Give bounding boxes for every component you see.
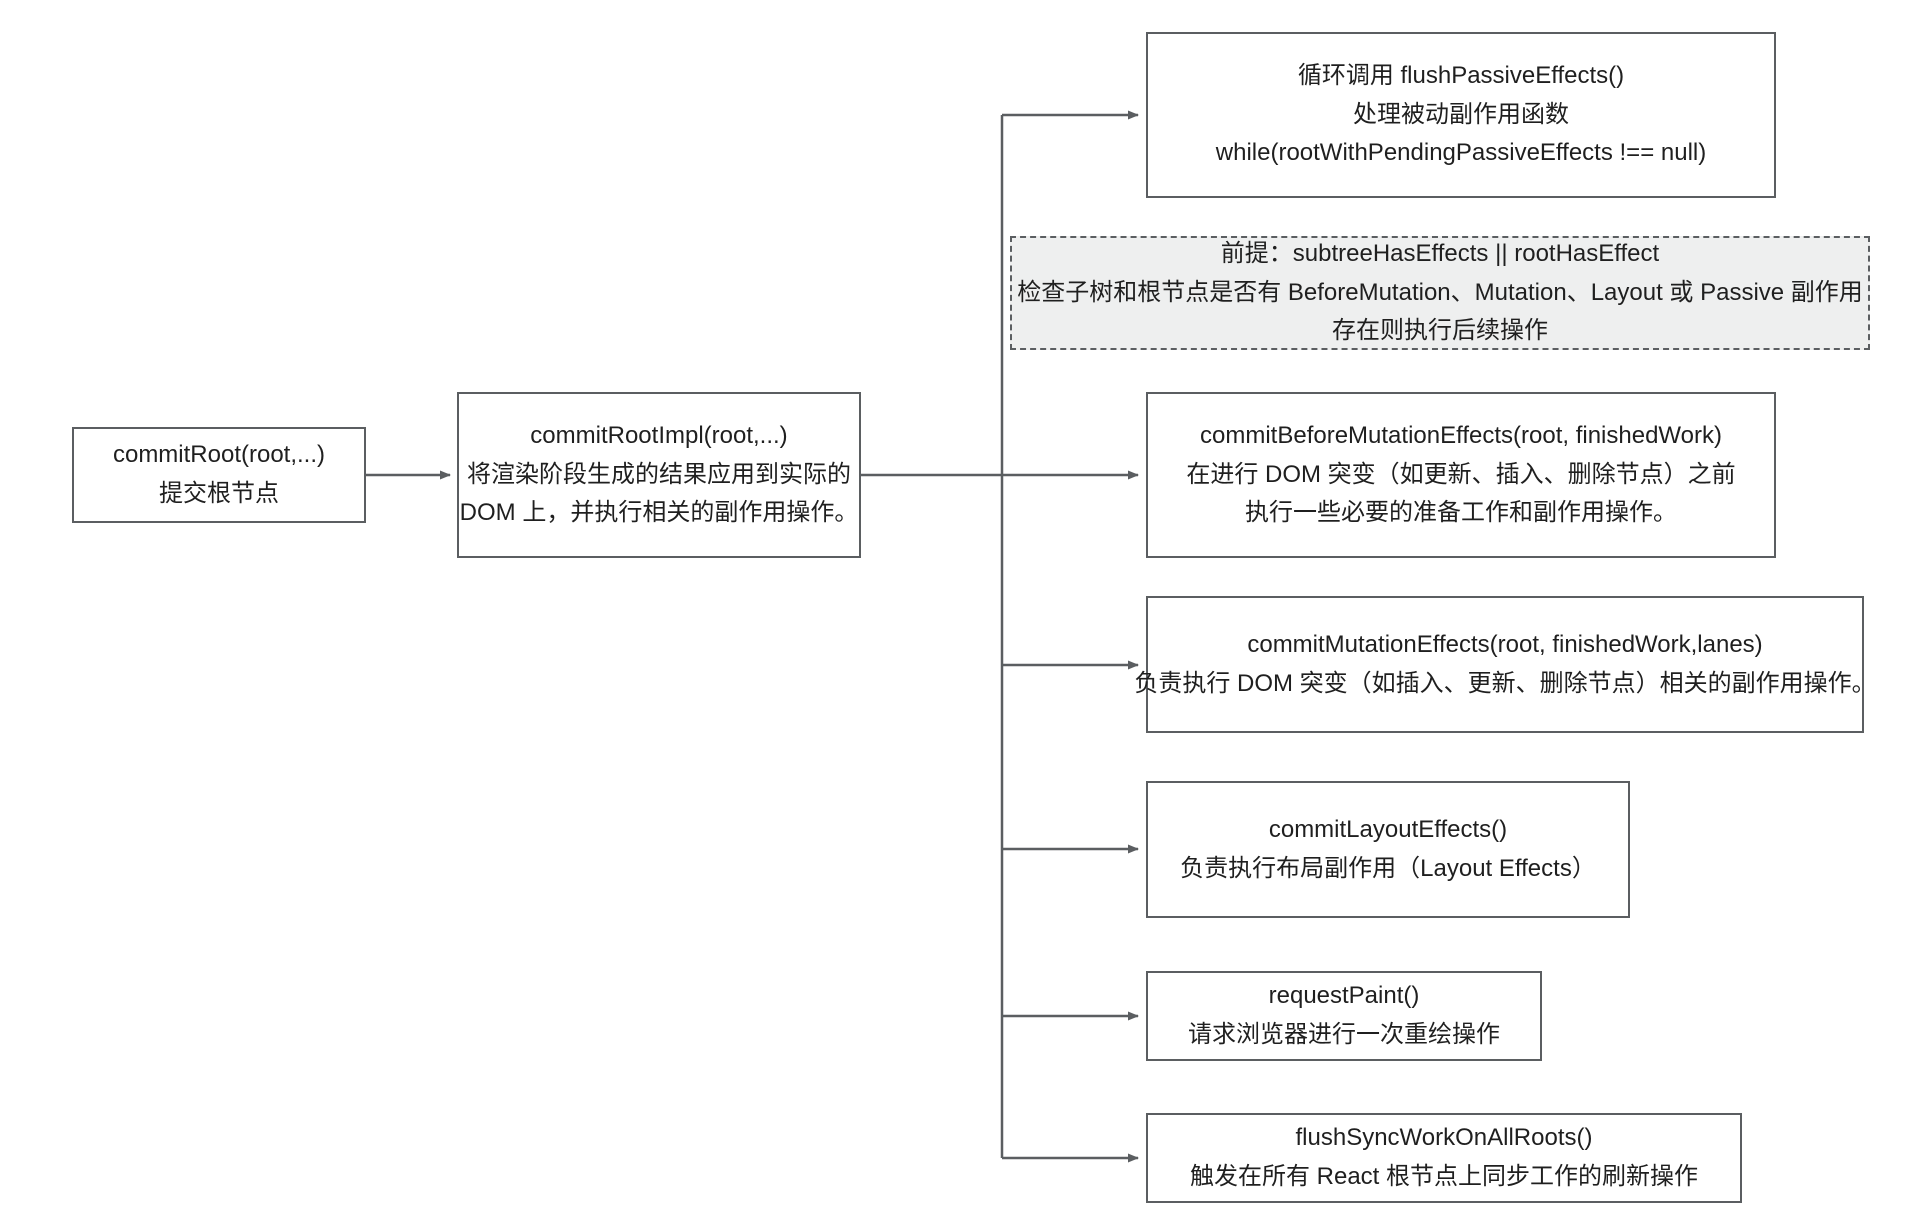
node-commit-mutation-effects-title: commitMutationEffects(root, finishedWork… <box>1247 630 1763 658</box>
node-commit-before-mutation-effects[interactable]: commitBeforeMutationEffects(root, finish… <box>1146 392 1776 558</box>
node-request-paint-desc: 请求浏览器进行一次重绘操作 <box>1188 1021 1500 1048</box>
node-commit-before-mutation-effects-desc: 在进行 DOM 突变（如更新、插入、删除节点）之前执行一些必要的准备工作和副作用… <box>1186 460 1736 527</box>
node-flush-sync-work-desc: 触发在所有 React 根节点上同步工作的刷新操作 <box>1189 1163 1699 1190</box>
node-commit-layout-effects-desc: 负责执行布局副作用（Layout Effects） <box>1180 854 1596 882</box>
node-precondition-line-3: 存在则执行后续操作 <box>1332 317 1548 345</box>
node-commit-before-mutation-effects-title: commitBeforeMutationEffects(root, finish… <box>1200 421 1722 449</box>
node-flush-sync-work-title: flushSyncWorkOnAllRoots() <box>1295 1124 1593 1152</box>
node-commit-layout-effects-title: commitLayoutEffects() <box>1268 815 1508 843</box>
node-flush-passive-effects-line-1: 循环调用 flushPassiveEffects() <box>1297 61 1625 89</box>
node-precondition-line-2: 检查子树和根节点是否有 BeforeMutation、Mutation、Layo… <box>1017 278 1863 306</box>
node-commit-mutation-effects-desc: 负责执行 DOM 突变（如插入、更新、删除节点）相关的副作用操作。 <box>1134 669 1876 697</box>
node-flush-passive-effects-line-3: while(rootWithPendingPassiveEffects !== … <box>1215 139 1707 167</box>
node-flush-passive-effects-line-2: 处理被动副作用函数 <box>1353 100 1569 128</box>
node-commit-root[interactable]: commitRoot(root,...) 提交根节点 <box>72 427 366 523</box>
node-commit-root-impl-line-2: 将渲染阶段生成的结果应用到实际的 <box>467 460 851 488</box>
node-commit-root-impl-line-3: DOM 上，并执行相关的副作用操作。 <box>459 499 859 527</box>
node-precondition[interactable]: 前提：subtreeHasEffects || rootHasEffect 检查… <box>1010 236 1870 350</box>
node-commit-root-impl-line-1: commitRootImpl(root,...) <box>530 421 788 449</box>
node-commit-root-line-1: commitRoot(root,...) <box>112 441 326 469</box>
node-commit-layout-effects[interactable]: commitLayoutEffects() 负责执行布局副作用（Layout E… <box>1146 781 1630 918</box>
node-commit-root-line-2: 提交根节点 <box>159 480 279 507</box>
node-commit-mutation-effects[interactable]: commitMutationEffects(root, finishedWork… <box>1134 596 1876 733</box>
node-commit-root-impl[interactable]: commitRootImpl(root,...) 将渲染阶段生成的结果应用到实际… <box>457 392 861 558</box>
node-request-paint[interactable]: requestPaint() 请求浏览器进行一次重绘操作 <box>1146 971 1542 1061</box>
node-request-paint-title: requestPaint() <box>1268 982 1420 1010</box>
node-flush-sync-work-on-all-roots[interactable]: flushSyncWorkOnAllRoots() 触发在所有 React 根节… <box>1146 1113 1742 1203</box>
node-flush-passive-effects[interactable]: 循环调用 flushPassiveEffects() 处理被动副作用函数 whi… <box>1146 32 1776 198</box>
node-precondition-line-1: 前提：subtreeHasEffects || rootHasEffect <box>1220 239 1660 267</box>
